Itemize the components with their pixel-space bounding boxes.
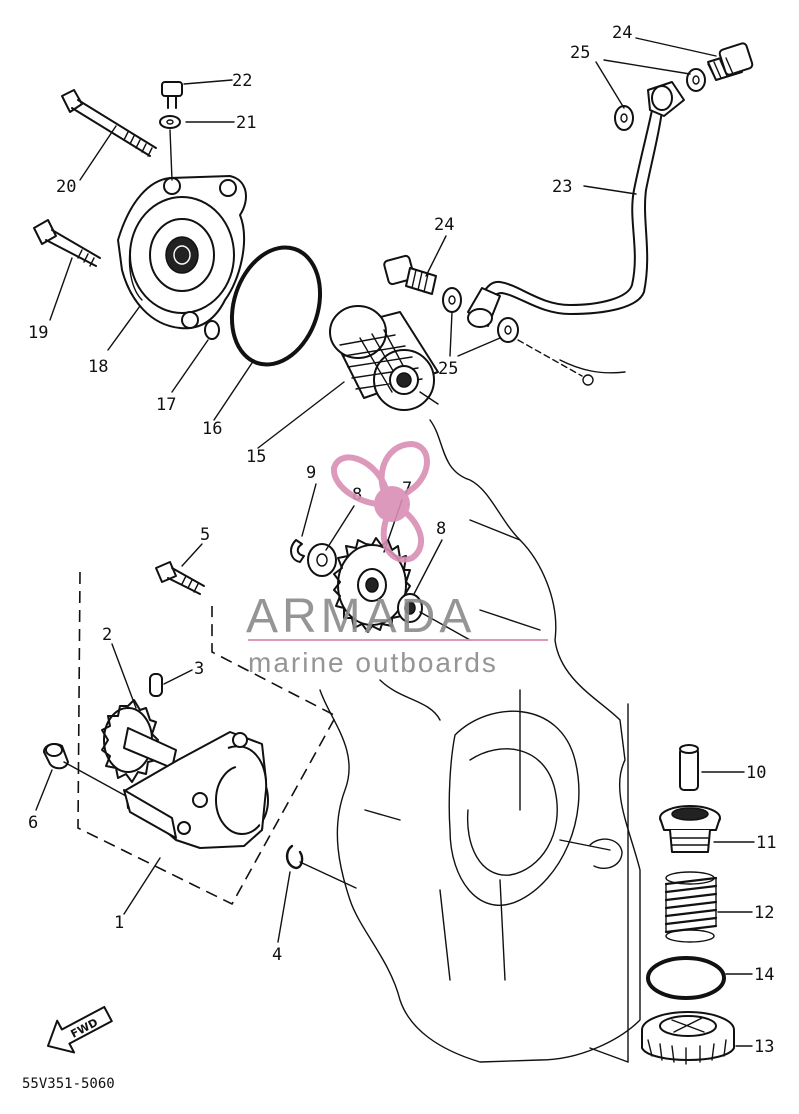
oil-pipe-assembly <box>383 42 754 386</box>
callout-19: 19 <box>28 323 48 343</box>
callout-18: 18 <box>88 357 108 377</box>
leader-lines <box>35 37 755 1047</box>
diagram-code: 55V351-5060 <box>22 1076 115 1092</box>
filter-cover-assembly <box>33 81 247 340</box>
callout-20: 20 <box>56 177 76 197</box>
propeller-logo <box>331 440 430 563</box>
callout-22: 22 <box>232 71 252 91</box>
callout-4: 4 <box>272 945 282 965</box>
callout-25b: 25 <box>438 359 458 379</box>
callout-6: 6 <box>28 813 38 833</box>
watermark-brand: ARMADA <box>246 590 475 643</box>
callout-8b: 8 <box>436 519 446 539</box>
callout-23: 23 <box>552 177 572 197</box>
callout-2: 2 <box>102 625 112 645</box>
forward-direction-arrow: FWD <box>46 1005 113 1054</box>
callout-5: 5 <box>200 525 210 545</box>
cover-o-ring <box>229 245 323 367</box>
relief-valve-assembly <box>589 703 735 1065</box>
callout-14: 14 <box>754 965 774 985</box>
callout-24a: 24 <box>612 23 632 43</box>
armada-watermark: ARMADA marine outboards <box>246 440 548 678</box>
callout-15: 15 <box>246 447 266 467</box>
callout-25a: 25 <box>570 43 590 63</box>
callout-labels: 1 2 3 4 5 6 7 8 8 9 10 11 12 13 14 15 16… <box>28 23 776 1057</box>
callout-11: 11 <box>756 833 776 853</box>
callout-17: 17 <box>156 395 176 415</box>
crankcase-outline <box>319 359 641 1063</box>
callout-3: 3 <box>194 659 204 679</box>
callout-13: 13 <box>754 1037 774 1057</box>
callout-12: 12 <box>754 903 774 923</box>
callout-21: 21 <box>236 113 256 133</box>
callout-16: 16 <box>202 419 222 439</box>
callout-9: 9 <box>306 463 316 483</box>
oil-pump-assembly <box>43 561 357 906</box>
oil-filter-element <box>329 305 439 411</box>
watermark-tagline: marine outboards <box>248 647 498 678</box>
callout-24b: 24 <box>434 215 454 235</box>
callout-1: 1 <box>114 913 124 933</box>
callout-10: 10 <box>746 763 766 783</box>
